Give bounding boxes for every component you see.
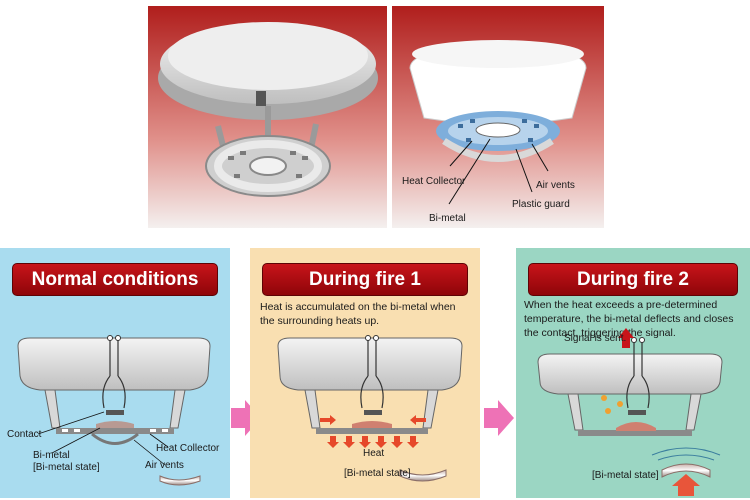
- label-bi-metal-state: [Bi-metal state]: [33, 462, 100, 473]
- label-air-vents-panel: Air vents: [145, 460, 184, 471]
- banner-normal-conditions: Normal conditions: [12, 263, 218, 296]
- detector-diagram-fire1: [277, 335, 463, 482]
- banner-during-fire-2: During fire 2: [528, 263, 738, 296]
- label-heat-collector-panel: Heat Collector: [156, 443, 220, 454]
- label-bi-metal-state-fire2: [Bi-metal state]: [592, 470, 659, 481]
- label-bi-metal-panel: Bi-metal: [33, 450, 70, 461]
- label-plastic-guard: Plastic guard: [512, 199, 570, 210]
- panel-during-fire-1: During fire 1 Heat is accumulated on the…: [250, 248, 480, 498]
- label-heat-collector: Heat Collector: [402, 176, 466, 187]
- label-contact: Contact: [7, 429, 42, 440]
- detector-photo-cutaway: Heat Collector Air vents Plastic guard B…: [392, 6, 604, 228]
- label-bi-metal-state-fire1: [Bi-metal state]: [344, 468, 411, 479]
- detector-diagram-normal: [17, 335, 211, 486]
- fire2-description: When the heat exceeds a pre-determined t…: [524, 299, 734, 339]
- fire1-description: Heat is accumulated on the bi-metal when…: [260, 301, 456, 327]
- label-air-vents: Air vents: [536, 180, 575, 191]
- banner-during-fire-1: During fire 1: [262, 263, 468, 296]
- detector-cutaway-illustration: [392, 6, 604, 228]
- label-bi-metal: Bi-metal: [429, 213, 466, 224]
- panel-normal-conditions: Normal conditions Contact Heat Collector…: [0, 248, 230, 498]
- label-signal-sent: Signal is sent.: [564, 333, 627, 344]
- detector-exterior-illustration: [148, 6, 387, 228]
- detector-photo-exterior: [148, 6, 387, 228]
- arrow-right-icon: [231, 400, 261, 436]
- label-heat: Heat: [363, 448, 385, 459]
- panel-during-fire-2: During fire 2 When the heat exceeds a pr…: [516, 248, 750, 498]
- arrow-right-icon: [484, 400, 514, 436]
- detector-diagram-fire2: [537, 328, 723, 496]
